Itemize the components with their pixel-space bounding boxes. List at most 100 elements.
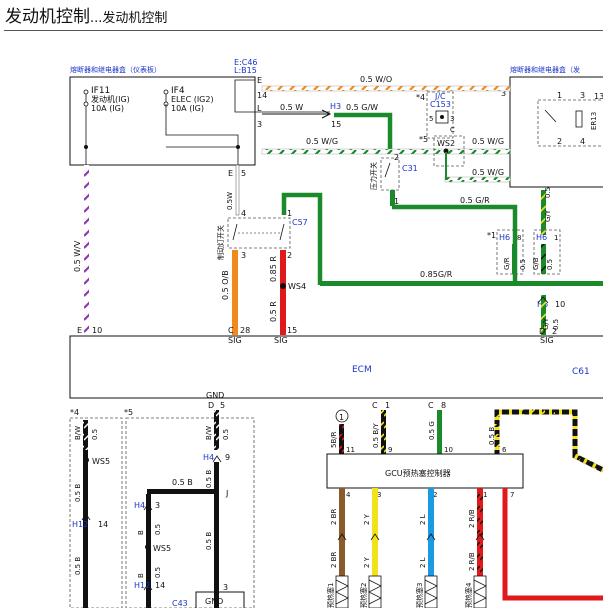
pin-14-b: 14 (155, 581, 165, 590)
pin-10-e: 10 (92, 326, 102, 335)
gcu-pin-11: 11 (346, 446, 355, 454)
wire-05gw-label: 0.5 G/W (346, 103, 378, 112)
wire-2rb-b: 2 R/B (468, 552, 476, 571)
pin-c-28: C (228, 326, 234, 335)
wire-05-a: 0.5 (544, 187, 552, 198)
connector-jc: J/C (434, 92, 446, 101)
pin-e-10: E (77, 326, 82, 335)
wire-05gr-path (392, 204, 518, 285)
pin-2-c31: 2 (394, 153, 399, 162)
relay-coil (575, 110, 583, 128)
wire-05b-f-label: 0.5 B (488, 427, 496, 445)
wire-05b-a (83, 450, 88, 608)
note-star5-a: *5 (419, 135, 428, 144)
sig-3: SIG (540, 336, 554, 345)
wire-05r-label: 0.5 R (269, 301, 278, 322)
sig-1: SIG (228, 336, 242, 345)
h6-box-b (533, 229, 561, 275)
fuse-if11-rating: 10A (IG) (91, 104, 124, 113)
wire-05b-d-label: 0.5 B (172, 478, 193, 487)
gcu-pin-4: 4 (346, 491, 351, 499)
right-fuse-box (509, 76, 603, 188)
wire-05b-e-label: 0.5 B (205, 532, 213, 550)
wire-085r-label: 0.85 R (269, 256, 278, 282)
wire-2rb (477, 488, 483, 608)
wire-gr-a: G/R (503, 257, 511, 270)
glow-plug-4-label: 预热塞4 (464, 582, 473, 608)
pin-8-c: 8 (441, 401, 446, 410)
wire-05by-label: 0.5 B/Y (372, 422, 380, 448)
wire-05b-a-label: 0.5 B (74, 484, 82, 502)
pin-e-top: E (257, 76, 262, 85)
wire-5br-label: 5B/R (330, 431, 338, 448)
wire-05-h: 0.5 (154, 567, 162, 578)
wire-2y (372, 488, 378, 608)
wire-085gr-label: 0.85G/R (420, 270, 453, 279)
wire-2l-b: 2 L (419, 557, 427, 568)
note-star4-a: *4 (416, 93, 425, 102)
connector-c43: C43 (172, 599, 188, 608)
wire-gy-a: G/Y (544, 209, 552, 222)
connector-c153: C153 (430, 100, 451, 109)
connector-h4-b: H4 (134, 501, 145, 510)
pin-j: J (225, 489, 228, 498)
pin-c-8: C (428, 401, 434, 410)
wire-bw-a (83, 420, 88, 450)
note-star1: *1 (487, 231, 496, 240)
wire-gy-lower (541, 295, 546, 335)
pin-14-a: 14 (98, 520, 108, 529)
wire-05ob (232, 250, 238, 335)
connector-h6-b: H6 (536, 233, 547, 242)
glow-plug-2-label: 预热塞2 (359, 583, 368, 608)
ecm-connector-c61: C61 (572, 367, 590, 377)
connector-b15: L:B15 (234, 66, 257, 75)
gcu-label: GCU预热塞控制器 (385, 468, 451, 478)
wire-b-vert (146, 494, 151, 608)
pin-3-left: 3 (257, 120, 262, 129)
wire-5br (339, 424, 344, 454)
pin-9-h4: 9 (225, 453, 230, 462)
gcu-pin-6: 6 (502, 446, 507, 454)
wire-05gr-label: 0.5 G/R (460, 196, 490, 205)
sig-2: SIG (274, 336, 288, 345)
fuse-if11-desc: 发动机(IG) (91, 94, 130, 104)
wire-085r (280, 250, 286, 335)
wire-05gw (334, 112, 393, 150)
option5-box (125, 417, 255, 608)
pin-2-c57: 2 (287, 251, 292, 260)
gcu-pin-3: 3 (377, 491, 381, 499)
relay-er13-label: ER13 (590, 112, 598, 130)
wire-bw-a-label: B/W (74, 426, 82, 440)
pin-d-label: D (539, 327, 545, 336)
gcu-pin-1b: 1 (483, 491, 487, 499)
fuse-if4-rating: 10A (IG) (171, 104, 204, 113)
title-rule (4, 30, 603, 31)
wire-05b-gcu (494, 409, 603, 473)
wire-bw-b (214, 410, 219, 450)
wire-05wo (261, 85, 511, 92)
wire-gy-vert (541, 190, 546, 235)
wire-05by (381, 410, 386, 454)
pin-1-c57: 1 (287, 209, 292, 218)
fuse-if4-name: IF4 (171, 86, 185, 96)
wire-05wv-label: 0.5 W/V (73, 240, 82, 272)
marker-1 (335, 409, 349, 423)
wire-2l-a: 2 L (419, 514, 427, 525)
splice-ws4-dot (280, 283, 286, 289)
pin-4-c57: 4 (241, 209, 246, 218)
pin-3-c57: 3 (241, 251, 246, 260)
connector-h12-b: H12 (134, 581, 150, 590)
title-sub: 发动机控制 (102, 11, 168, 26)
wire-05b-main (214, 462, 219, 608)
pin-5: 5 (241, 169, 246, 178)
wire-05-c: 0.5 (546, 259, 554, 270)
wire-05wg-a (261, 148, 511, 155)
connector-h3-mark (321, 109, 332, 119)
wire-05b-b-label: 0.5 B (74, 557, 82, 575)
h6-box-a (496, 229, 524, 275)
wire-05b-c-label: 0.5 B (205, 470, 213, 488)
wire-05-d: 0.5 (552, 319, 560, 330)
pin-5-d: 5 (220, 401, 225, 410)
splice-ws2-box (433, 135, 465, 167)
